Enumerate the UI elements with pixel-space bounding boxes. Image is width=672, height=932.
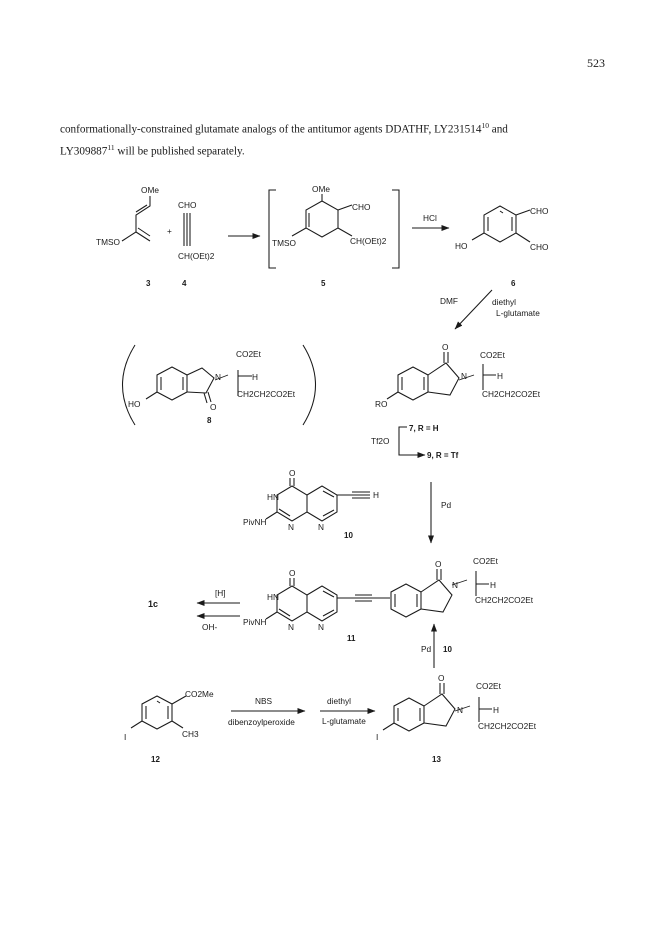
svg-text:TMSO: TMSO — [96, 237, 121, 247]
svg-text:N: N — [288, 622, 294, 632]
svg-text:H: H — [373, 490, 379, 500]
svg-text:N: N — [452, 580, 458, 590]
svg-text:1c: 1c — [148, 599, 158, 609]
svg-text:TMSO: TMSO — [272, 238, 297, 248]
svg-text:5: 5 — [321, 279, 326, 288]
svg-text:7, R = H: 7, R = H — [409, 424, 439, 433]
svg-text:CH2CH2CO2Et: CH2CH2CO2Et — [478, 721, 537, 731]
svg-text:CHO: CHO — [352, 202, 371, 212]
compound-5: OMe CHO CH(OEt)2 TMSO 5 — [268, 184, 400, 288]
svg-text:diethyl: diethyl — [492, 297, 516, 307]
svg-text:CO2Et: CO2Et — [480, 350, 506, 360]
svg-text:DMF: DMF — [440, 296, 458, 306]
deprotection-step: [H] OH- 1c — [148, 588, 240, 632]
svg-text:O: O — [435, 559, 442, 569]
compound-11: O O CO2Et N H CH2CH2CO2Et HN PivNH N N 1… — [243, 556, 534, 643]
svg-text:N: N — [288, 522, 294, 532]
svg-text:CHO: CHO — [178, 200, 197, 210]
svg-text:4: 4 — [182, 279, 187, 288]
svg-text:PivNH: PivNH — [243, 617, 267, 627]
svg-text:N: N — [318, 522, 324, 532]
svg-text:HN: HN — [267, 592, 279, 602]
svg-text:N: N — [461, 371, 467, 381]
svg-text:9, R = Tf: 9, R = Tf — [427, 451, 459, 460]
svg-text:Pd: Pd — [421, 644, 432, 654]
svg-text:CO2Et: CO2Et — [236, 349, 262, 359]
svg-text:O: O — [442, 342, 449, 352]
svg-text:OMe: OMe — [312, 184, 330, 194]
svg-text:HO: HO — [455, 241, 468, 251]
svg-text:[H]: [H] — [215, 588, 226, 598]
compound-4: CHO CH(OEt)2 4 — [178, 200, 215, 288]
svg-text:L-glutamate: L-glutamate — [496, 308, 540, 318]
compound-13: O CO2Et N H CH2CH2CO2Et I 13 — [376, 673, 537, 764]
svg-text:N: N — [215, 372, 221, 382]
svg-text:dibenzoylperoxide: dibenzoylperoxide — [228, 717, 295, 727]
svg-text:N: N — [318, 622, 324, 632]
svg-text:Tf2O: Tf2O — [371, 436, 390, 446]
compound-3: OMe TMSO 3 — [96, 185, 159, 288]
reference-10: 10 — [481, 121, 489, 130]
svg-text:O: O — [438, 673, 445, 683]
svg-text:OMe: OMe — [141, 185, 159, 195]
svg-text:L-glutamate: L-glutamate — [322, 716, 366, 726]
svg-text:12: 12 — [151, 755, 160, 764]
svg-text:I: I — [376, 732, 378, 742]
compound-10: O HN PivNH N N H 10 — [243, 468, 379, 540]
compound-7: O CO2Et N H CH2CH2CO2Et RO — [375, 342, 541, 409]
svg-text:O: O — [289, 568, 296, 578]
svg-text:diethyl: diethyl — [327, 696, 351, 706]
svg-text:CO2Et: CO2Et — [476, 681, 502, 691]
svg-text:CO2Me: CO2Me — [185, 689, 214, 699]
tf2o-step: Tf2O 7, R = H 9, R = Tf — [371, 424, 459, 460]
svg-text:3: 3 — [146, 279, 151, 288]
svg-text:10: 10 — [443, 645, 452, 654]
svg-text:CO2Et: CO2Et — [473, 556, 499, 566]
svg-text:H: H — [497, 371, 503, 381]
svg-text:NBS: NBS — [255, 696, 273, 706]
svg-text:CH2CH2CO2Et: CH2CH2CO2Et — [482, 389, 541, 399]
intro-paragraph: conformationally-constrained glutamate a… — [60, 117, 600, 160]
svg-text:N: N — [457, 705, 463, 715]
svg-text:HO: HO — [128, 399, 141, 409]
svg-text:H: H — [493, 705, 499, 715]
compound-12: CO2Me I CH3 12 — [124, 689, 214, 764]
svg-text:10: 10 — [344, 531, 353, 540]
svg-text:H: H — [252, 372, 258, 382]
svg-text:CH3: CH3 — [182, 729, 199, 739]
svg-text:11: 11 — [347, 634, 356, 643]
intro-line-2: LY30988711 will be published separately. — [60, 142, 245, 158]
svg-text:HCl: HCl — [423, 213, 437, 223]
svg-text:6: 6 — [511, 279, 516, 288]
svg-text:H: H — [490, 580, 496, 590]
svg-text:CH2CH2CO2Et: CH2CH2CO2Et — [475, 595, 534, 605]
intro-line-1: conformationally-constrained glutamate a… — [60, 121, 508, 136]
svg-text:O: O — [289, 468, 296, 478]
svg-text:8: 8 — [207, 416, 212, 425]
svg-text:I: I — [124, 732, 126, 742]
svg-text:CHO: CHO — [530, 206, 549, 216]
reference-11: 11 — [107, 142, 115, 152]
svg-text:HN: HN — [267, 492, 279, 502]
page-number: 523 — [587, 56, 605, 70]
arrow-6-to-7 — [454, 289, 493, 330]
compound-8: O CO2Et N H CH2CH2CO2Et HO 8 — [121, 344, 317, 426]
svg-text:OH-: OH- — [202, 622, 217, 632]
svg-text:RO: RO — [375, 399, 388, 409]
svg-text:PivNH: PivNH — [243, 517, 267, 527]
svg-text:13: 13 — [432, 755, 441, 764]
svg-text:CH2CH2CO2Et: CH2CH2CO2Et — [237, 389, 296, 399]
svg-text:CHO: CHO — [530, 242, 549, 252]
svg-text:CH(OEt)2: CH(OEt)2 — [350, 236, 387, 246]
compound-6: CHO CHO HO 6 — [455, 205, 549, 288]
svg-text:O: O — [210, 402, 217, 412]
svg-text:Pd: Pd — [441, 500, 452, 510]
svg-text:CH(OEt)2: CH(OEt)2 — [178, 251, 215, 261]
plus-sign: + — [167, 226, 172, 236]
